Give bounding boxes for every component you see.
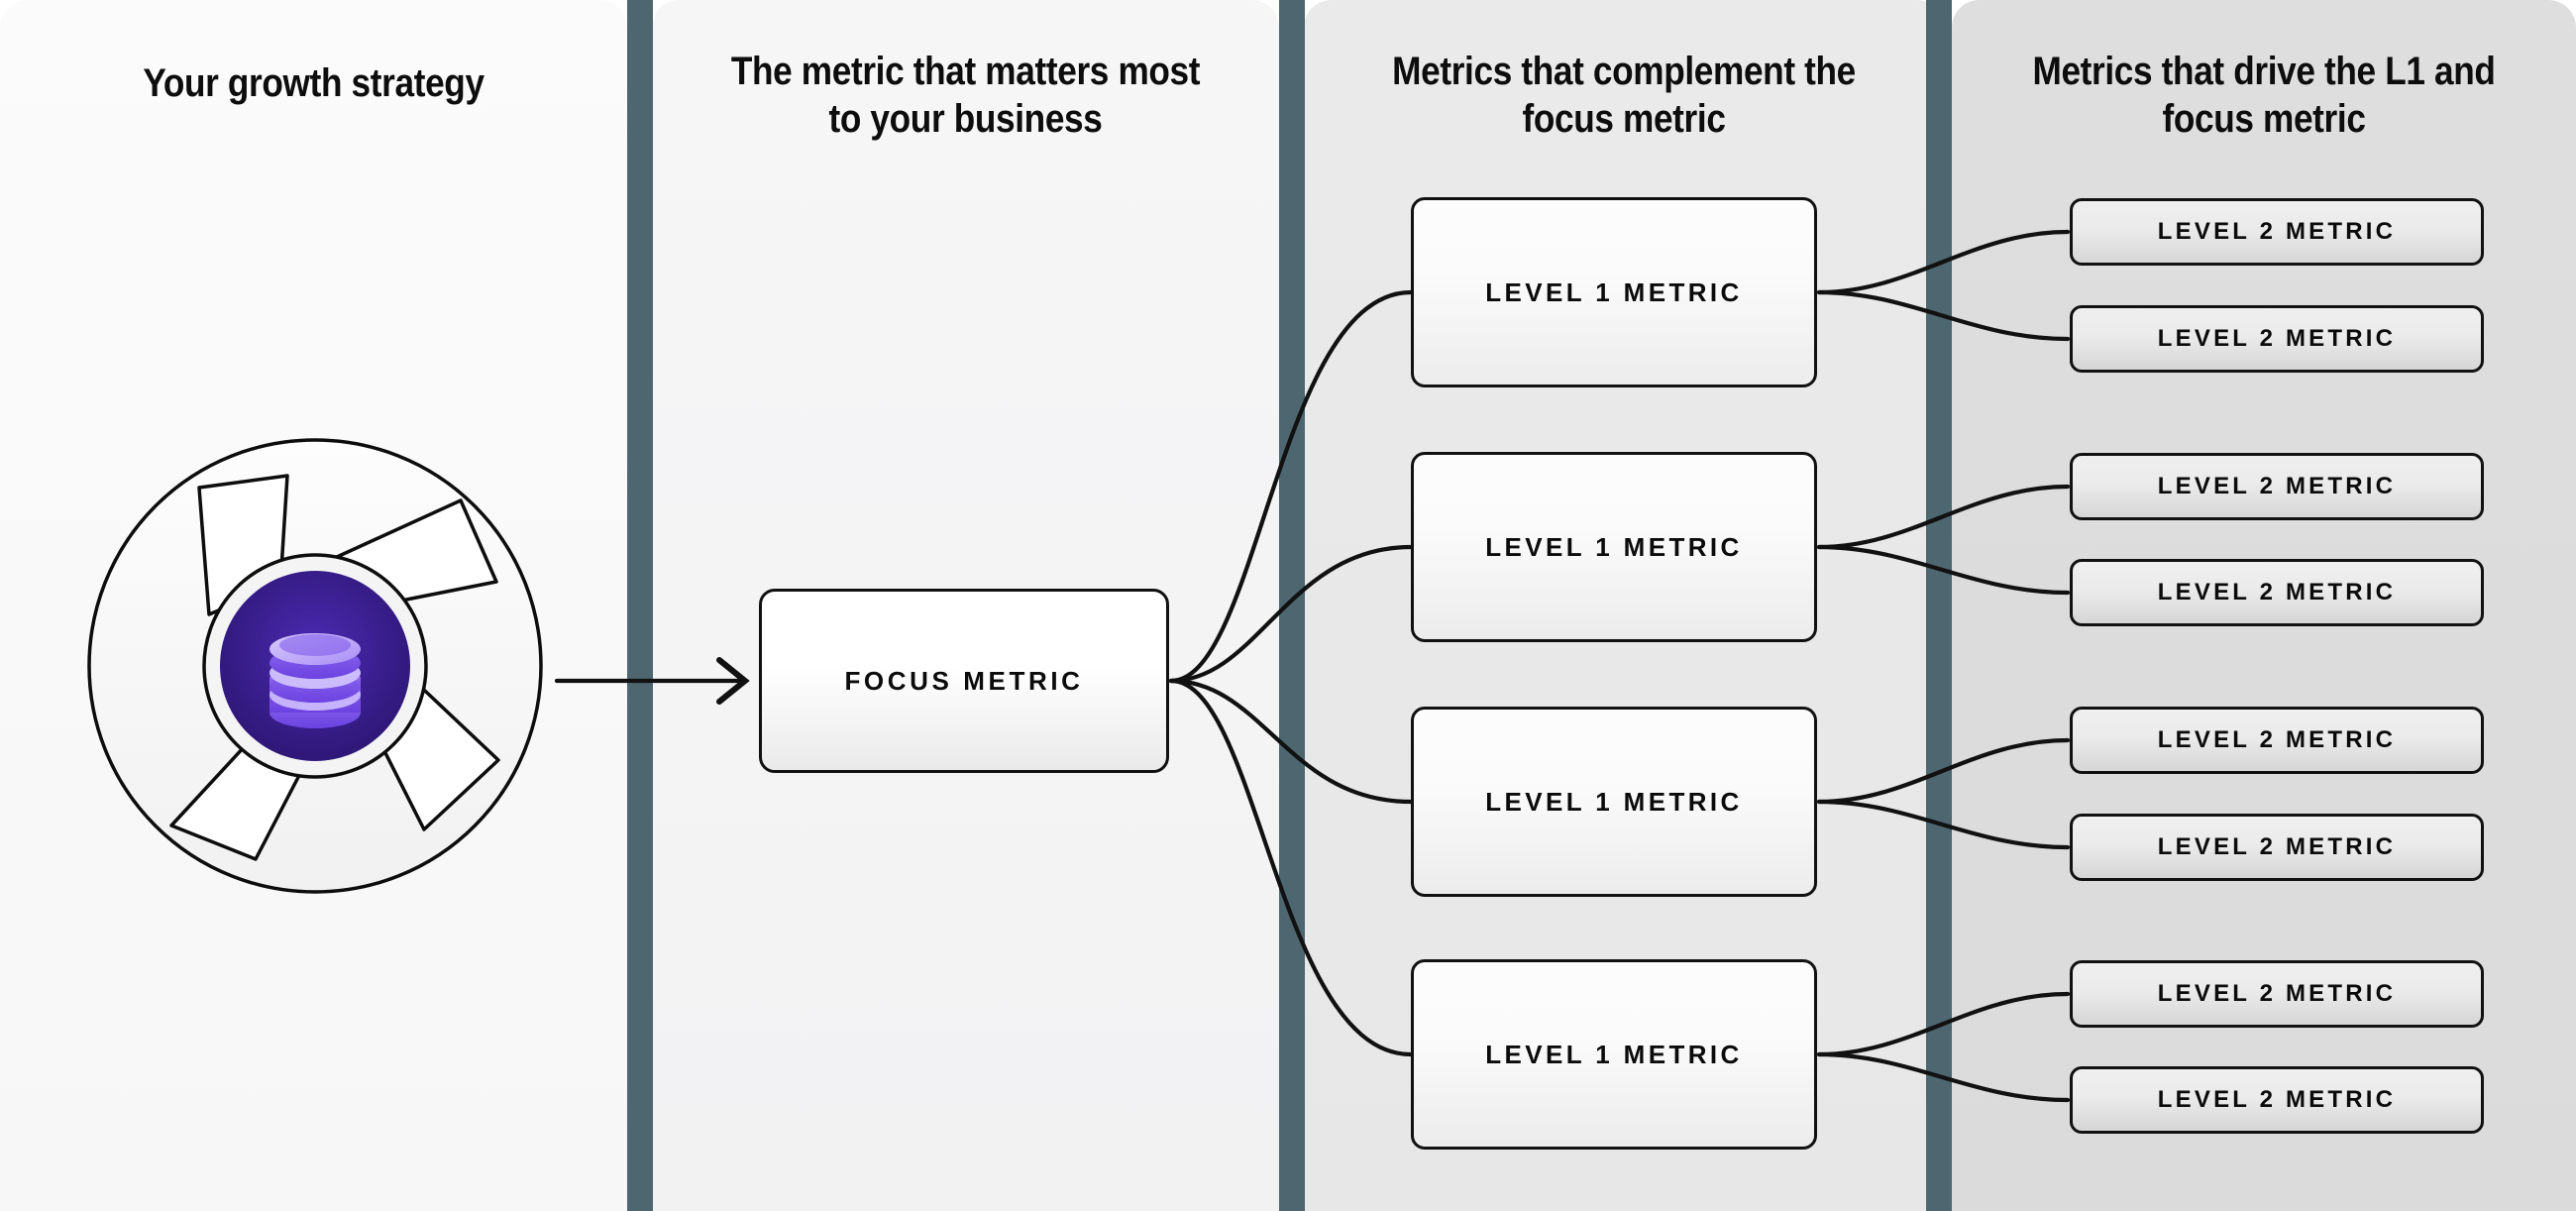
node-label: LEVEL 2 METRIC: [2157, 473, 2397, 499]
node-level-2-metric-5[interactable]: LEVEL 2 METRIC: [2070, 707, 2484, 774]
node-level-2-metric-8[interactable]: LEVEL 2 METRIC: [2070, 1066, 2484, 1134]
node-level-2-metric-6[interactable]: LEVEL 2 METRIC: [2070, 814, 2484, 881]
node-focus-metric[interactable]: FOCUS METRIC: [759, 589, 1169, 773]
node-label: LEVEL 2 METRIC: [2157, 726, 2397, 753]
node-level-1-metric-1[interactable]: LEVEL 1 METRIC: [1411, 197, 1817, 387]
column-title-level-1: Metrics that complement the focus metric: [1392, 50, 1856, 141]
database-icon: [269, 633, 361, 728]
node-label: LEVEL 2 METRIC: [2157, 579, 2397, 606]
column-title-level-2: Metrics that drive the L1 and focus metr…: [2032, 50, 2496, 141]
aperture-circle-graphic: [87, 438, 543, 894]
node-label: LEVEL 1 METRIC: [1485, 1039, 1743, 1069]
node-label: LEVEL 1 METRIC: [1485, 786, 1743, 817]
column-divider-2: [1279, 0, 1305, 1211]
node-label: LEVEL 2 METRIC: [2157, 1086, 2397, 1113]
node-label: LEVEL 1 METRIC: [1485, 276, 1743, 307]
node-label: LEVEL 2 METRIC: [2157, 218, 2397, 245]
column-title-growth-strategy: Your growth strategy: [143, 61, 484, 105]
node-level-2-metric-1[interactable]: LEVEL 2 METRIC: [2070, 198, 2484, 266]
node-level-1-metric-4[interactable]: LEVEL 1 METRIC: [1411, 959, 1817, 1150]
node-label: FOCUS METRIC: [844, 665, 1084, 696]
node-label: LEVEL 2 METRIC: [2157, 325, 2397, 352]
node-level-1-metric-2[interactable]: LEVEL 1 METRIC: [1411, 452, 1817, 642]
node-level-2-metric-7[interactable]: LEVEL 2 METRIC: [2070, 960, 2484, 1028]
node-label: LEVEL 2 METRIC: [2157, 833, 2397, 860]
node-level-2-metric-3[interactable]: LEVEL 2 METRIC: [2070, 453, 2484, 520]
node-label: LEVEL 2 METRIC: [2157, 980, 2397, 1007]
node-level-2-metric-2[interactable]: LEVEL 2 METRIC: [2070, 305, 2484, 373]
column-title-focus-metric: The metric that matters most to your bus…: [730, 50, 1201, 141]
column-divider-3: [1926, 0, 1952, 1211]
node-label: LEVEL 1 METRIC: [1485, 531, 1743, 562]
node-level-1-metric-3[interactable]: LEVEL 1 METRIC: [1411, 707, 1817, 897]
column-divider-1: [627, 0, 653, 1211]
node-level-2-metric-4[interactable]: LEVEL 2 METRIC: [2070, 559, 2484, 626]
